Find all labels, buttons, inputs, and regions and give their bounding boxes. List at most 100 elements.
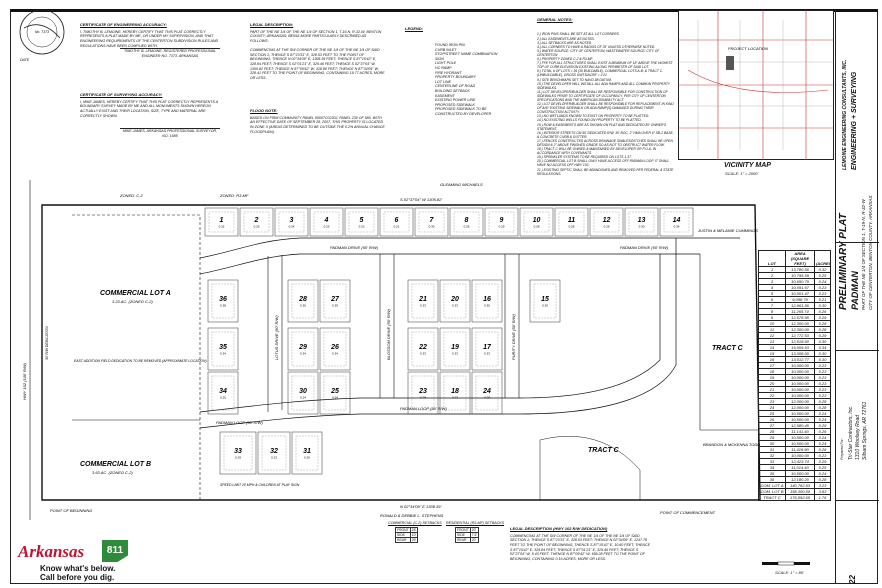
legend-item: LOT LINE (435, 79, 451, 84)
padman-loop-south-edge (199, 238, 677, 429)
building-setback (533, 283, 557, 319)
building-setback (488, 211, 515, 233)
lot-number: 12 (603, 217, 611, 224)
sheet-border (10, 9, 878, 584)
lot-acres: 0.28 (534, 225, 540, 229)
lot-acres: 0.28 (484, 396, 490, 400)
lot-acres: 0.24 (220, 352, 226, 356)
lot-acres: 0.26 (464, 225, 470, 229)
building-setback (383, 211, 410, 233)
lot-acres: 0.30 (639, 225, 645, 229)
lot-5 (344, 207, 379, 237)
building-setback (295, 435, 319, 471)
lot-acres: 0.25 (220, 396, 226, 400)
commercial-lot-b-area: 3.63 AC. (ZONED C-2) (92, 470, 133, 475)
lot-number: 7 (430, 217, 435, 224)
date-label: DATE (20, 58, 30, 62)
row-legal-description: LEGAL DESCRIPTION (HWY 102 R/W DEDICATIO… (510, 526, 651, 561)
lot-number: 20 (450, 296, 459, 303)
general-note: 3.) ALL SETBACKS ARE AS NOTED. (537, 40, 593, 45)
lot-acres: 0.34 (674, 225, 680, 229)
lot-22 (407, 327, 439, 371)
setback-cell: REAR (395, 537, 411, 543)
legend-item: BUILDING SETBACK (435, 88, 470, 93)
lot-number: 2 (254, 217, 259, 224)
lot-number: 27 (330, 296, 340, 303)
general-note: 17.) FENCES CONSTRUCTED ACROSS DRAINAGE … (537, 138, 674, 147)
lot-19 (439, 327, 471, 371)
lot-acres: 0.32 (219, 225, 225, 229)
setback-cell: 20' (469, 537, 480, 543)
lot-acres: 0.23 (324, 225, 330, 229)
plat-title: PRELIMINARY PLAT (838, 213, 849, 310)
lot-31 (291, 431, 323, 475)
legend-item: STOP/STREET NAME COMBINATION SIGN (435, 52, 499, 61)
lotus-drive (267, 255, 283, 412)
commercial-lot-a-area: 3.23 AC. (ZONED C-2) (112, 299, 153, 304)
north-bearing: S 02°37'04" W 1305.82' (400, 197, 442, 202)
general-note: 21.) EXISTING SEPTIC SHALL BE ABANDONED … (537, 167, 675, 176)
lot-18 (439, 371, 471, 415)
building-setback (313, 211, 340, 233)
building-setback (291, 283, 315, 319)
prepared-for-label: Prepared For: (840, 438, 844, 460)
lot-acres: 0.24 (300, 396, 306, 400)
lot-acres: 0.28 (420, 396, 426, 400)
lot-acres: 0.29 (235, 456, 241, 460)
building-setback (593, 211, 620, 233)
lot-acres: 0.24 (332, 352, 338, 356)
lot-number: 15 (541, 296, 549, 303)
lot-acres: 0.25 (254, 225, 260, 229)
lot-30 (287, 371, 319, 415)
lot-14 (659, 207, 694, 237)
lot-17 (471, 327, 503, 371)
commercial-lot-b-label: COMMERCIAL LOT B (80, 461, 151, 468)
legend-item: CURB INLET (435, 47, 457, 52)
lot-acres: 0.26 (300, 304, 306, 308)
lot-number: 22 (418, 344, 427, 351)
legend-item: EXISTING POWER LINE (435, 98, 476, 103)
lot-acres: 0.23 (452, 352, 458, 356)
vicinity-map: PROJECT LOCATION (678, 10, 834, 160)
building-setback (323, 283, 347, 319)
lot-26 (319, 327, 351, 371)
lot-number: 17 (483, 344, 492, 351)
building-setback (348, 211, 375, 233)
building-setback (291, 375, 315, 411)
project-location-label: PROJECT LOCATION (728, 46, 768, 51)
padman-drive-label-east: PADMAN DRIVE (50' R/W) (620, 245, 669, 250)
lot-25 (319, 371, 351, 415)
lot-acres: 0.23 (420, 352, 426, 356)
hwy-102-label: HWY 102 (100' R/W) (22, 362, 27, 400)
general-note: 14.) NO EXISTING WELLS FOUND ON PROPERTY… (537, 118, 642, 123)
lot-number: 26 (330, 344, 339, 351)
legend-item: EASEMENT (435, 93, 455, 98)
general-note: 2.) ALL EASEMENTS ARE AS NOTED. (537, 36, 595, 41)
lot-32 (257, 431, 291, 475)
building-setback (211, 331, 235, 367)
general-note: 6.) PROPERTY ZONED C-2 & R3-MF. (537, 57, 594, 62)
lot-table-cell: COM. LOT A (758, 482, 786, 489)
building-setback (411, 283, 435, 319)
lot-number: 16 (483, 296, 491, 303)
flood-note: FLOOD NOTE:BASED ON FIRM COMMUNITY PANEL… (250, 108, 386, 134)
lot-acres: 0.29 (604, 225, 610, 229)
lot-4 (309, 207, 344, 237)
lot-number: 35 (219, 344, 227, 351)
legend-item: LIGHT POLE (435, 61, 457, 66)
tract-c-right-boundary (699, 254, 758, 431)
lot-23 (407, 371, 439, 415)
padman-drive-label: PADMAN DRIVE (50' R/W) (330, 245, 379, 250)
lot-table-cell: 176,592.65 (785, 494, 815, 501)
lot-number: 32 (270, 448, 278, 455)
legal-description: LEGAL DESCRIPTION:PART OF THE NE 1/4 OF … (250, 22, 385, 80)
point-of-beginning: POINT OF BEGINNING (50, 508, 92, 513)
